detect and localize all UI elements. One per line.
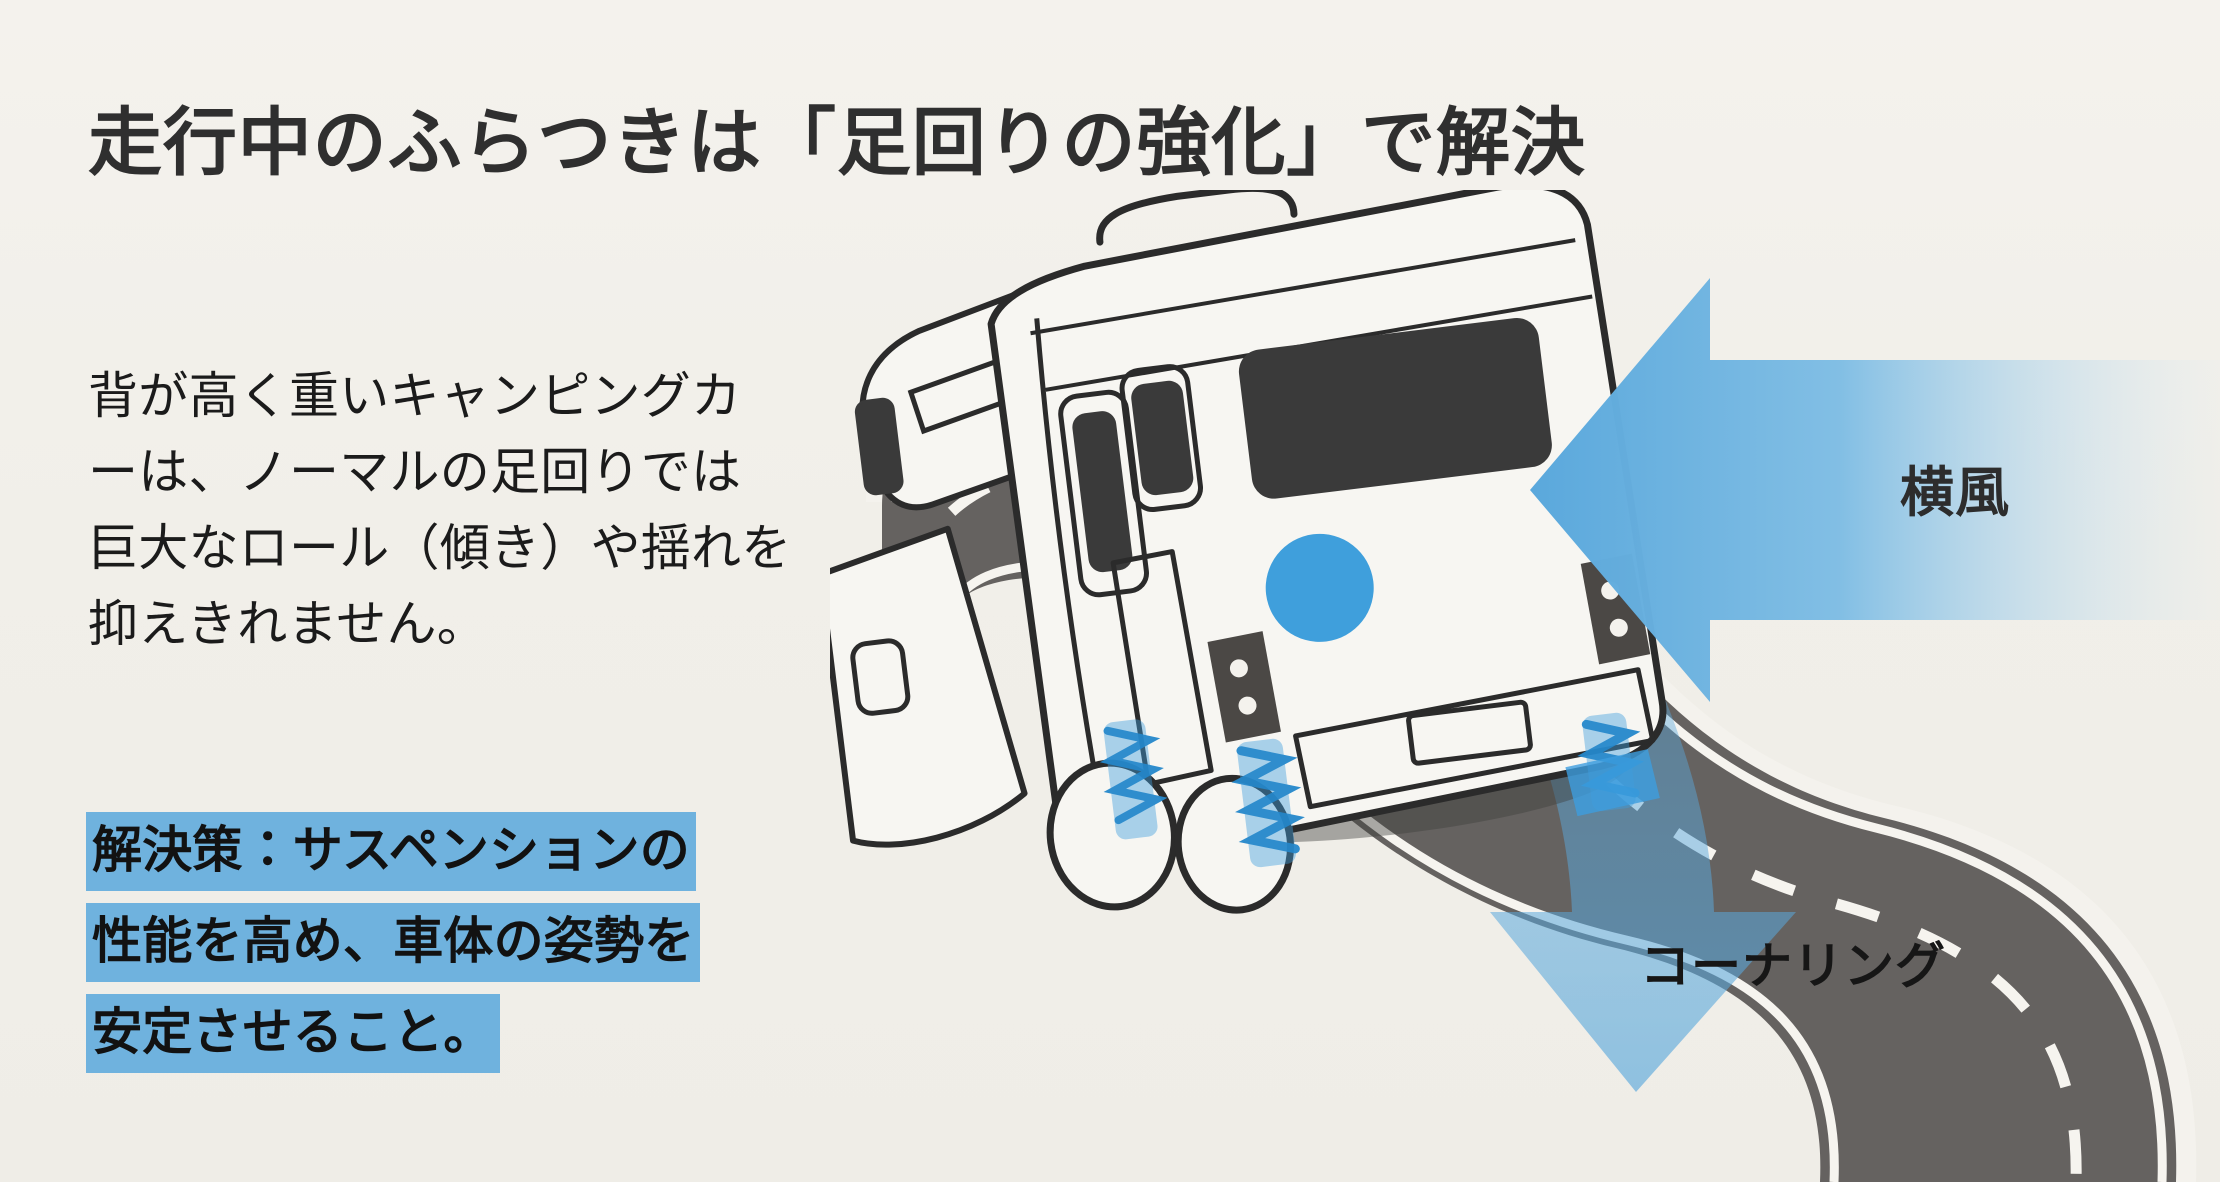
suspension-spring-left (1099, 719, 1168, 840)
van-roof-rail (1096, 190, 1298, 246)
camper-road-illustration (830, 190, 2220, 1182)
van-taillight-left-lamp-1 (1229, 659, 1248, 678)
cornering-label: コーナリング (1640, 938, 1946, 994)
van-taillight-left-lamp-2 (1238, 696, 1257, 715)
body-line-3: 巨大なロール（傾き）や揺れを (88, 520, 792, 576)
crosswind-arrow-shape (1530, 278, 2220, 702)
camper-van (830, 190, 1667, 914)
body-line-1: 背が高く重いキャンピングカ (88, 368, 742, 424)
body-paragraph: 背が高く重いキャンピングカ ーは、ノーマルの足回りでは 巨大なロール（傾き）や揺… (88, 358, 888, 662)
van-side-window-2 (1131, 380, 1194, 496)
crosswind-arrow (1530, 278, 2220, 702)
page-title: 走行中のふらつきは「足回りの強化」で解決 (88, 100, 1586, 184)
solution-highlight-block: 解決策：サスペンションの 性能を高め、車体の姿勢を 安定させること。 (86, 812, 906, 1085)
body-line-2: ーは、ノーマルの足回りでは (88, 444, 742, 500)
van-left-flank (830, 525, 1028, 848)
van-rear-door (1110, 549, 1214, 787)
van-blue-decal (1265, 533, 1374, 642)
solution-line-3: 安定させること。 (86, 994, 500, 1073)
van-roof-seam-1 (1030, 238, 1576, 336)
van-taillight-left (1207, 631, 1281, 743)
van-wheel-right-blue (1565, 749, 1660, 817)
van-license-plate (1406, 699, 1533, 766)
van-taillight-right-lamp-2 (1609, 618, 1628, 637)
solution-line-1: 解決策：サスペンションの (86, 812, 696, 891)
van-cab-side-window (854, 397, 904, 496)
body-line-4: 抑えきれません。 (88, 596, 487, 652)
crosswind-label: 横風 (1900, 463, 2011, 523)
van-side-window-frame-2 (1119, 364, 1203, 513)
solution-line-2: 性能を高め、車体の姿勢を (86, 903, 701, 982)
van-side-window-1 (1072, 411, 1133, 573)
van-rear-window (1238, 318, 1552, 499)
van-rear-bumper (1293, 667, 1656, 810)
suspension-spring-middle (1231, 738, 1305, 868)
van-fuel-flap (850, 638, 911, 716)
